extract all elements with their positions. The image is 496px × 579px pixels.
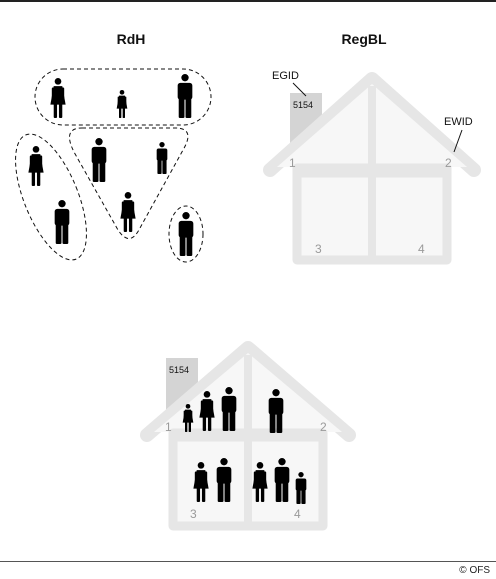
- egid-label: EGID: [272, 70, 299, 82]
- child-icon: [156, 142, 168, 174]
- bottom-rule: [0, 561, 496, 562]
- man-icon: [178, 212, 194, 256]
- regbl-house: 1 2 3 4 5154 EGID EWID: [263, 70, 481, 265]
- copyright: © OFS: [459, 565, 490, 576]
- man-icon: [177, 74, 193, 118]
- egid-pointer: [292, 82, 307, 97]
- man-icon: [91, 138, 107, 182]
- unit-number-4: 4: [418, 242, 425, 256]
- child-icon: [116, 90, 128, 118]
- combined-house: 5154 1 2 3 4: [140, 341, 356, 531]
- building-id: 5154: [169, 365, 189, 375]
- woman-icon: [28, 146, 44, 186]
- woman-icon: [50, 78, 66, 118]
- unit-number-4: 4: [294, 507, 301, 521]
- building-id: 5154: [293, 100, 313, 110]
- regbl-title: RegBL: [341, 31, 387, 47]
- household-group-top: [34, 68, 212, 126]
- rdh-title: RdH: [117, 31, 146, 47]
- household-group-left: [15, 133, 87, 261]
- unit-number-1: 1: [165, 420, 172, 434]
- ewid-label: EWID: [444, 116, 473, 128]
- woman-icon: [120, 192, 136, 232]
- man-icon: [54, 200, 70, 244]
- unit-number-2: 2: [320, 420, 327, 434]
- household-group-single: [168, 205, 204, 263]
- household-group-middle: [69, 127, 189, 239]
- unit-number-3: 3: [315, 242, 322, 256]
- unit-number-3: 3: [190, 507, 197, 521]
- ewid-pointer: [453, 129, 463, 153]
- top-rule: [0, 0, 496, 2]
- unit-number-1: 1: [289, 156, 296, 170]
- unit-number-2: 2: [445, 156, 452, 170]
